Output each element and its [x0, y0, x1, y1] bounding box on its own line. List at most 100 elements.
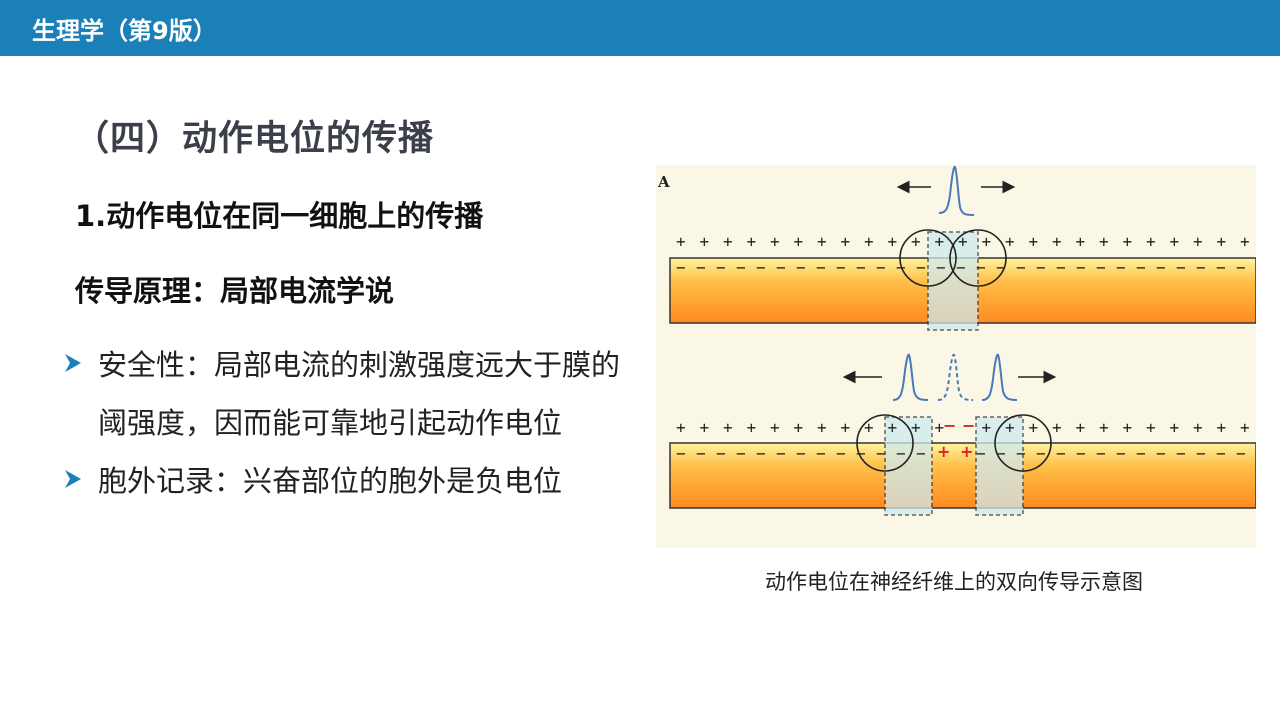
active-zone-left [884, 416, 933, 516]
extracellular-plus: + [982, 232, 992, 251]
header-bar: 生理学（第9版） [0, 0, 1280, 56]
intracellular-minus: − [1116, 258, 1126, 277]
extracellular-plus: + [1240, 418, 1250, 437]
intracellular-minus: − [996, 444, 1006, 463]
intracellular-minus: − [1036, 258, 1046, 277]
intracellular-minus: − [1176, 444, 1186, 463]
active-zone [927, 231, 979, 331]
intracellular-minus: − [776, 444, 786, 463]
extracellular-plus: + [1052, 232, 1062, 251]
local-current-loop-icon [949, 229, 1007, 287]
extracellular-plus: + [817, 232, 827, 251]
intracellular-minus: − [796, 258, 806, 277]
extracellular-plus: + [1099, 418, 1109, 437]
intracellular-minus: − [1096, 258, 1106, 277]
extracellular-plus: + [841, 418, 851, 437]
intracellular-minus: − [716, 258, 726, 277]
intracellular-minus: − [1056, 444, 1066, 463]
nerve-fiber-figure: A +++++++++++++++++++++++++ −−−−−−−−−−−−… [656, 165, 1257, 548]
bullet-text: 安全性：局部电流的刺激强度远大于膜的阈强度，因而能可靠地引起动作电位 [98, 348, 621, 440]
bullet-item: 安全性：局部电流的刺激强度远大于膜的阈强度，因而能可靠地引起动作电位 [62, 336, 622, 452]
intracellular-minus: − [1116, 444, 1126, 463]
extracellular-plus: + [1005, 232, 1015, 251]
local-current-loop-icon [899, 229, 957, 287]
arrow-bullet-icon [65, 470, 81, 488]
intracellular-minus: − [1216, 258, 1226, 277]
intracellular-minus: − [796, 444, 806, 463]
extracellular-plus: + [1240, 232, 1250, 251]
intracellular-minus: − [1076, 258, 1086, 277]
extracellular-plus: + [911, 232, 921, 251]
extracellular-plus: + [1123, 232, 1133, 251]
intracellular-minus: − [736, 444, 746, 463]
intracellular-minus: − [736, 258, 746, 277]
extracellular-plus: + [723, 418, 733, 437]
extracellular-plus: + [770, 232, 780, 251]
intracellular-minus: − [976, 444, 986, 463]
extracellular-plus: + [888, 232, 898, 251]
extracellular-plus: + [935, 232, 945, 251]
intracellular-minus: − [876, 444, 886, 463]
intracellular-minus: − [856, 258, 866, 277]
intracellular-minus: − [676, 258, 686, 277]
panel-label: A [657, 173, 670, 191]
extracellular-plus: + [723, 232, 733, 251]
intracellular-minus: − [836, 258, 846, 277]
action-potential-spike [981, 353, 1018, 401]
local-current-loop-icon [856, 414, 914, 472]
extracellular-plus: + [1076, 232, 1086, 251]
extracellular-plus: + [794, 418, 804, 437]
intracellular-minus: − [1136, 444, 1146, 463]
intracellular-minus: − [756, 444, 766, 463]
intracellular-minus: − [836, 444, 846, 463]
extracellular-plus: + [864, 418, 874, 437]
extracellular-plus: + [1217, 418, 1227, 437]
intracellular-minus: − [1096, 444, 1106, 463]
extracellular-plus: + [1005, 418, 1015, 437]
action-potential-spike [892, 353, 929, 401]
reversed-minus: − [943, 416, 956, 435]
intracellular-minus: − [1156, 258, 1166, 277]
extracellular-plus: + [1052, 418, 1062, 437]
intracellular-minus: − [1176, 258, 1186, 277]
principle-text: 传导原理：局部电流学说 [75, 274, 395, 308]
action-potential-spike [938, 165, 975, 216]
bullet-item: 胞外记录：兴奋部位的胞外是负电位 [62, 452, 622, 510]
intracellular-minus: − [756, 258, 766, 277]
intracellular-minus: − [916, 258, 926, 277]
bullet-list: 安全性：局部电流的刺激强度远大于膜的阈强度，因而能可靠地引起动作电位 胞外记录：… [62, 336, 622, 510]
intracellular-minus: − [1196, 258, 1206, 277]
intracellular-minus: − [976, 258, 986, 277]
extracellular-plus: + [770, 418, 780, 437]
previous-spike-dashed [937, 353, 974, 401]
figure-caption: 动作电位在神经纤维上的双向传导示意图 [765, 570, 1143, 594]
extracellular-plus: + [911, 418, 921, 437]
extracellular-plus: + [958, 232, 968, 251]
intracellular-minus: − [1076, 444, 1086, 463]
extracellular-plus: + [1029, 418, 1039, 437]
subsection-heading: 1.动作电位在同一细胞上的传播 [75, 199, 484, 233]
extracellular-plus: + [1193, 232, 1203, 251]
intracellular-minus: − [816, 444, 826, 463]
reversed-minus: − [962, 416, 975, 435]
extracellular-plus: + [794, 232, 804, 251]
intracellular-minus: − [816, 258, 826, 277]
active-zone-right [975, 416, 1024, 516]
extracellular-plus: + [888, 418, 898, 437]
intracellular-minus: − [776, 258, 786, 277]
intracellular-minus: − [1156, 444, 1166, 463]
extracellular-plus: + [1217, 232, 1227, 251]
intracellular-minus: − [1216, 444, 1226, 463]
intracellular-minus: − [956, 258, 966, 277]
local-current-loop-icon [994, 414, 1052, 472]
intracellular-minus: − [876, 258, 886, 277]
course-title: 生理学（第9版） [32, 17, 217, 45]
intracellular-minus: − [696, 444, 706, 463]
intracellular-minus: − [1016, 258, 1026, 277]
extracellular-plus: + [982, 418, 992, 437]
extracellular-plus: + [700, 418, 710, 437]
section-heading: （四）动作电位的传播 [74, 119, 435, 159]
intracellular-minus: − [716, 444, 726, 463]
extracellular-plus: + [1076, 418, 1086, 437]
extracellular-plus: + [864, 232, 874, 251]
